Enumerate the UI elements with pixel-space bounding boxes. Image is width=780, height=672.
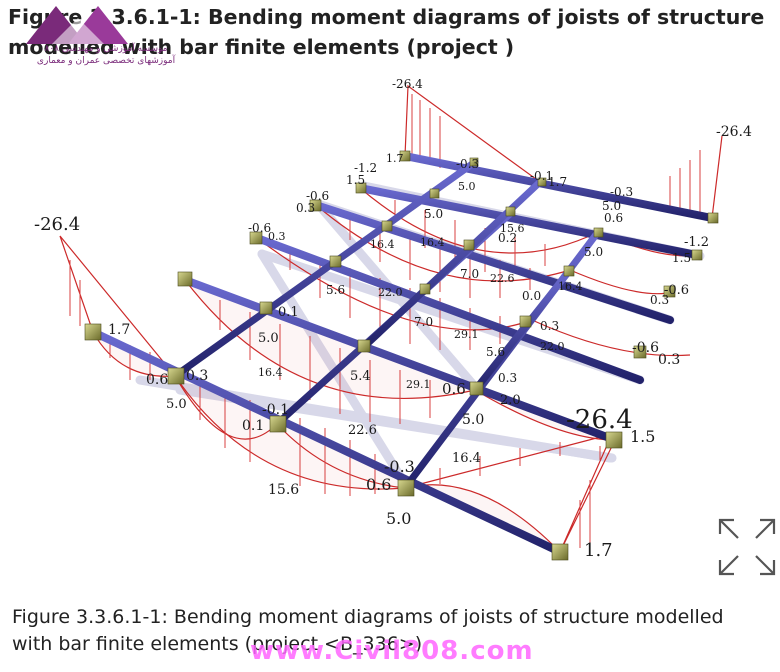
logo-line-2: آموزشهای تخصصی عمران و معماری [36, 56, 176, 66]
moment-label: 0.3 [498, 371, 517, 385]
logo-line-1: موسسه آموزشی و مهندسی ۸۰۸ [44, 44, 168, 54]
moment-label: 7.0 [460, 267, 479, 281]
moment-label: 0.3 [186, 368, 208, 384]
moment-label: 15.6 [268, 482, 299, 498]
moment-label: -0.3 [384, 457, 415, 476]
moment-label: 0.0 [522, 289, 541, 303]
moment-label: 0.3 [650, 293, 669, 307]
moment-label: 0.6 [442, 380, 466, 398]
moment-label: 2.0 [500, 393, 521, 408]
bending-moment-figure: -26.4 1.7 -26.4 -1.2 1.5 -0.3 -0.1 1.7 -… [34, 77, 752, 561]
moment-label: -26.4 [34, 214, 80, 235]
moment-label: 1.7 [386, 152, 404, 165]
figure-caption: Figure 3.3.6.1-1: Bending moment diagram… [12, 606, 724, 655]
moment-label: 5.6 [326, 283, 345, 297]
moment-label: 22.0 [378, 286, 403, 299]
expand-icon[interactable] [716, 516, 778, 578]
moment-label: 0.3 [658, 352, 680, 368]
moment-label: 5.0 [602, 199, 621, 213]
moment-label: 0.6 [604, 211, 623, 225]
moment-label: 5.0 [386, 509, 411, 528]
moment-label: 0.1 [242, 418, 264, 434]
moment-label: -26.4 [392, 77, 423, 91]
moment-label: 1.7 [584, 540, 613, 561]
moment-label: 16.4 [558, 280, 583, 293]
moment-label: -0.1 [530, 169, 553, 183]
moment-label: 1.5 [346, 173, 365, 187]
nodes [84, 150, 719, 561]
logo: موسسه آموزشی و مهندسی ۸۰۸ آموزشهای تخصصی… [16, 0, 175, 70]
moment-label: 16.4 [258, 366, 283, 379]
moment-label: 5.6 [486, 345, 505, 359]
moment-label: 5.0 [424, 207, 443, 221]
moment-label: 1.7 [108, 322, 130, 338]
moment-label: 16.4 [370, 238, 395, 251]
moment-label: -0.6 [664, 283, 689, 298]
moment-label: -1.2 [684, 235, 709, 250]
moment-label: 0.2 [498, 231, 517, 245]
moment-label: -0.3 [456, 157, 479, 171]
moment-label: 7.0 [414, 315, 433, 329]
moment-label: -26.4 [716, 124, 752, 140]
moment-label: -0.6 [306, 189, 329, 203]
moment-label: 0.3 [268, 230, 286, 243]
moment-labels: -26.4 1.7 -26.4 -1.2 1.5 -0.3 -0.1 1.7 -… [34, 77, 752, 561]
moment-label: 22.6 [348, 423, 377, 438]
moment-label: -0.1 [262, 402, 289, 418]
moment-label: 5.0 [258, 331, 279, 346]
moment-label: 29.1 [454, 328, 479, 341]
moment-label: 1.5 [672, 251, 691, 265]
logo-mark-icon [26, 6, 128, 44]
moment-label: 5.0 [458, 180, 476, 193]
moment-label: 1.5 [630, 427, 655, 446]
moment-label: 5.0 [166, 397, 187, 412]
moment-label: 16.4 [452, 451, 481, 466]
moment-label: 0.3 [540, 319, 559, 333]
moment-label: 22.6 [490, 272, 515, 285]
moment-label: -0.6 [248, 221, 271, 235]
moment-label: 15.6 [500, 222, 525, 235]
moment-label: 0.3 [296, 201, 315, 215]
moment-label: 0.6 [146, 372, 168, 388]
moment-label: 0.6 [366, 475, 391, 494]
moment-label: 29.1 [406, 378, 431, 391]
moment-label: 5.0 [584, 245, 603, 259]
watermark: www.Civil808.com [250, 636, 534, 666]
moment-label: 22.0 [540, 340, 565, 353]
moment-label: -26.4 [566, 405, 633, 435]
moment-label: 5.0 [462, 412, 484, 428]
moment-label: 1.7 [548, 175, 567, 189]
moment-label: -0.6 [632, 340, 659, 356]
moment-label: 0.1 [278, 305, 299, 320]
moment-label: 16.4 [420, 236, 445, 249]
moment-label: 5.4 [350, 369, 371, 384]
moment-label: -0.3 [610, 185, 633, 199]
moment-label: -1.2 [354, 161, 377, 175]
